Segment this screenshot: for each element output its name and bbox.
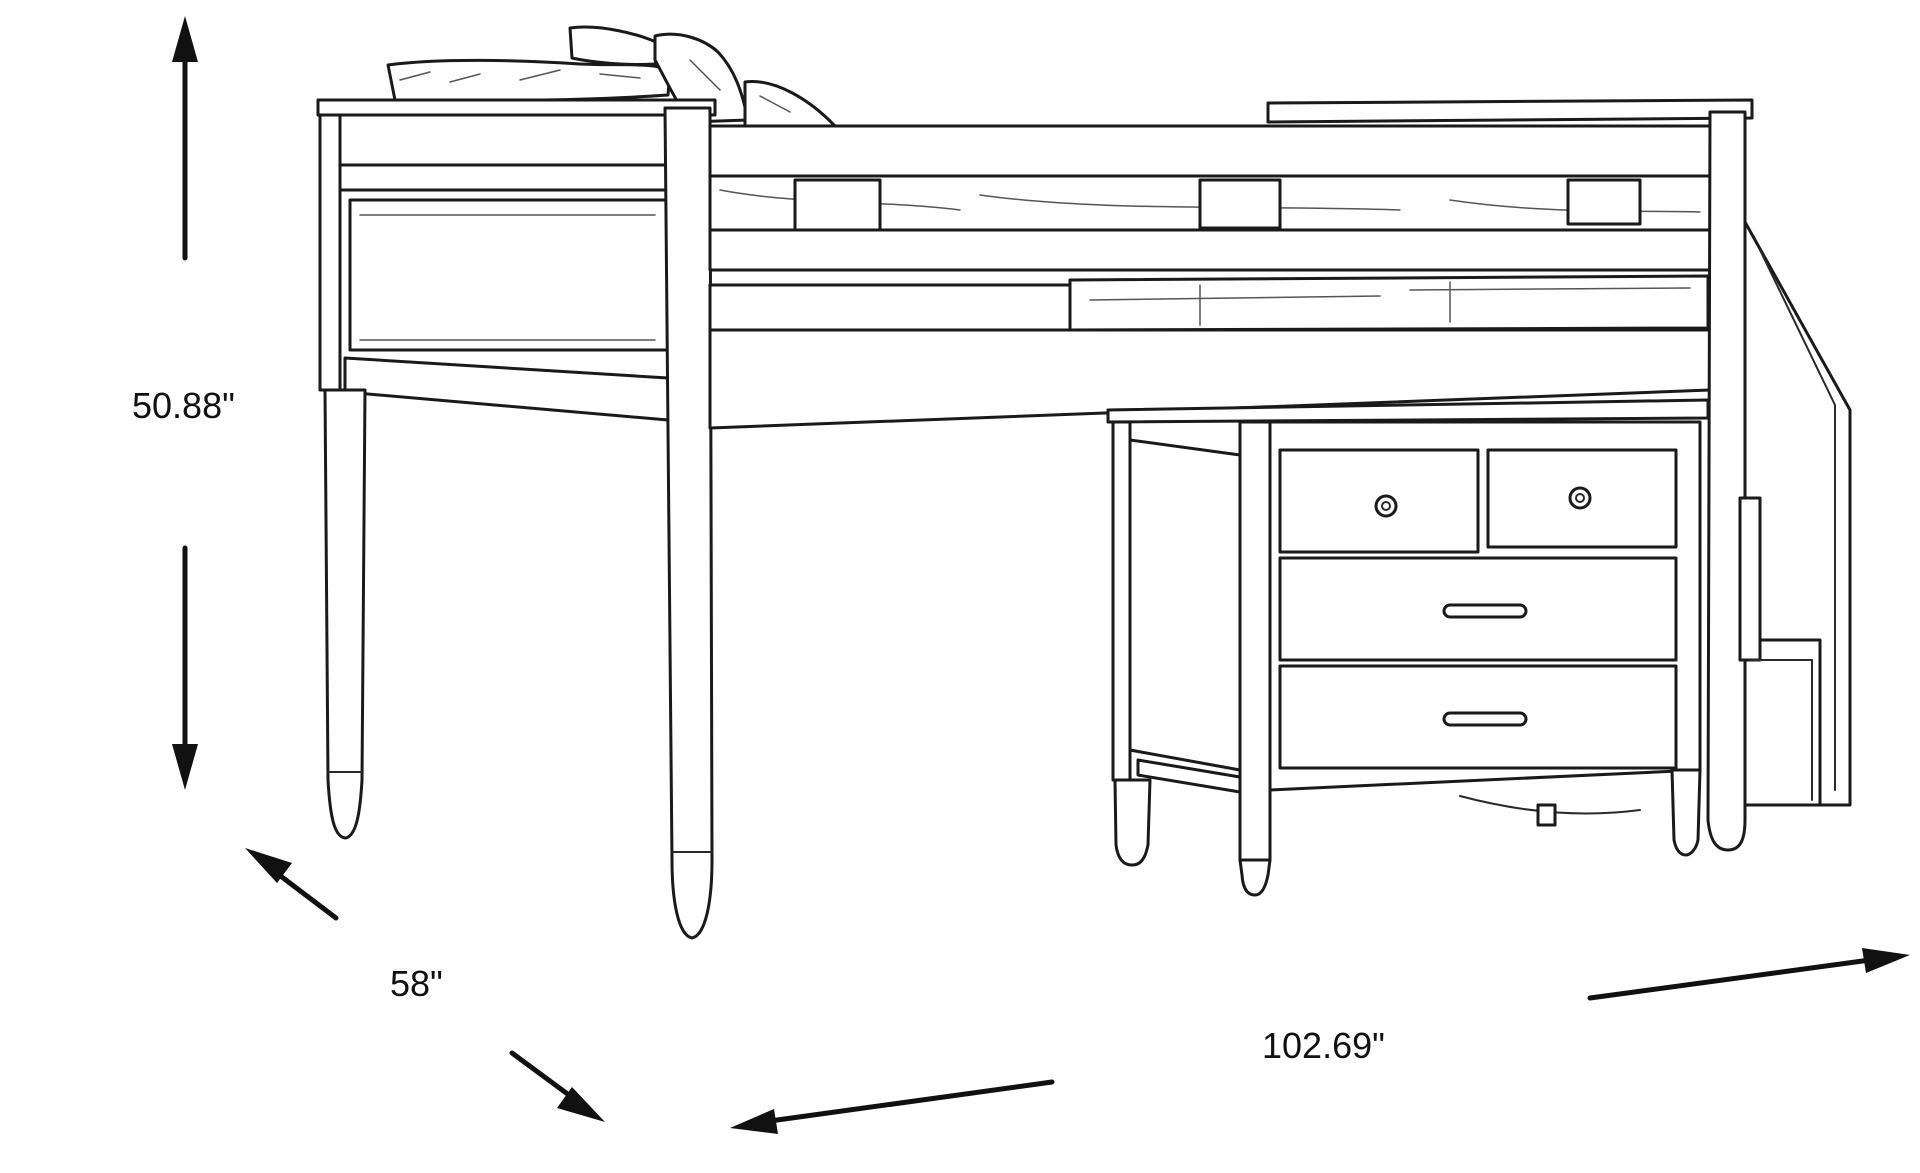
loft-bed [316, 25, 1852, 940]
depth-arrow [245, 848, 605, 1122]
knob-right [1568, 486, 1592, 510]
width-arrow [730, 948, 1910, 1134]
knob-left [1374, 494, 1398, 518]
height-label: 50.88" [132, 385, 235, 426]
width-label: 102.69" [1262, 1025, 1385, 1066]
width-arrowhead-right [1862, 948, 1910, 973]
bedding [386, 25, 837, 130]
right-end [1266, 98, 1754, 852]
depth-arrowhead-back [245, 848, 292, 883]
depth-arrowhead-front [557, 1087, 605, 1122]
depth-label: 58" [390, 963, 443, 1004]
height-arrow [172, 16, 198, 790]
left-headboard [316, 98, 717, 422]
pull-bottom [1442, 711, 1528, 727]
dresser [1106, 398, 1710, 897]
width-arrowhead-left [730, 1109, 778, 1134]
left-legs [323, 106, 714, 940]
height-arrowhead-up [172, 16, 198, 62]
pull-middle [1442, 603, 1528, 619]
front-frame [708, 124, 1712, 430]
stairs [1738, 220, 1852, 807]
height-arrowhead-down [172, 744, 198, 790]
